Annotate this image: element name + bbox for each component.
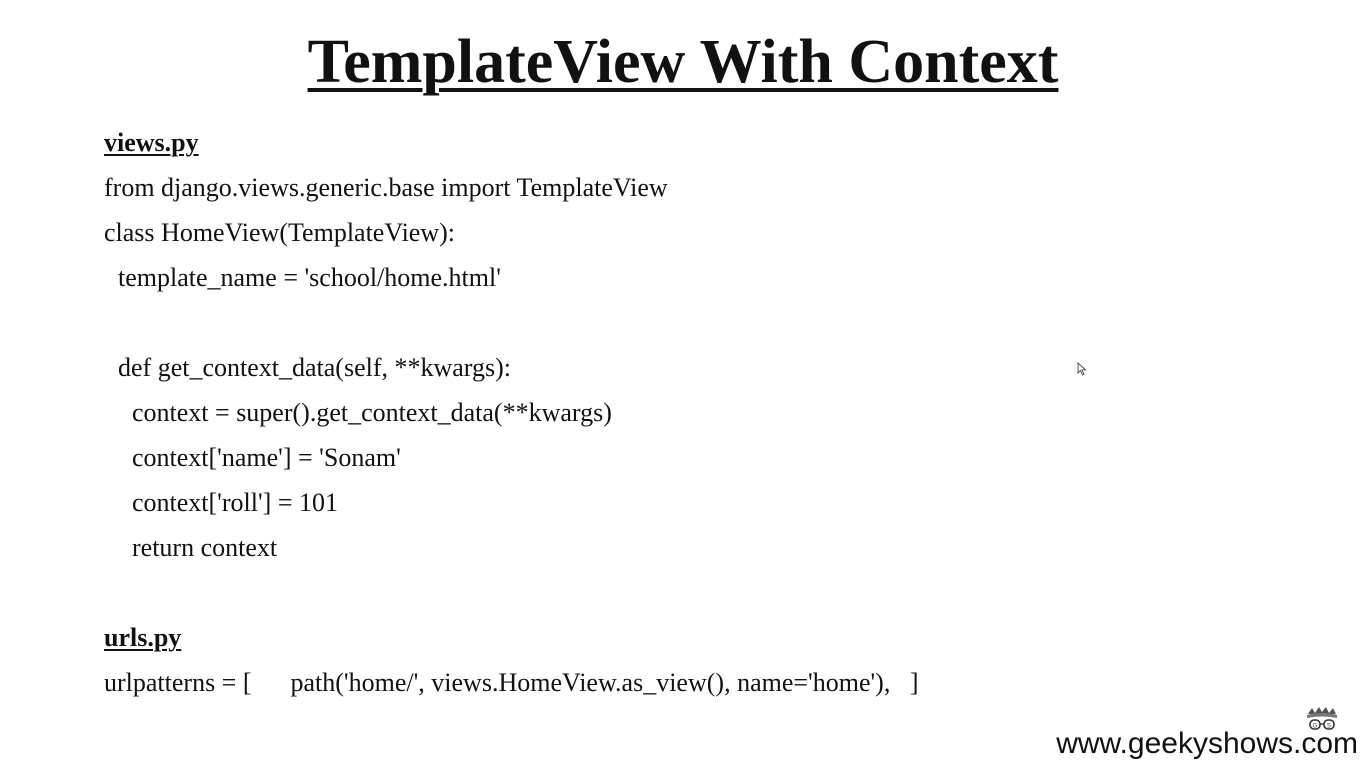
code-line: class HomeView(TemplateView): [104,218,455,247]
mouse-cursor-icon [1077,362,1087,376]
svg-text:S: S [1327,724,1331,730]
website-watermark: www.geekyshows.com [1056,727,1358,760]
code-line: context['roll'] = 101 [132,488,338,517]
code-line: def get_context_data(self, **kwargs): [118,353,511,382]
views-heading: views.py [104,128,199,157]
svg-text:G: G [1313,724,1318,730]
code-line: from django.views.generic.base import Te… [104,173,668,202]
slide-title-text: TemplateView With Context [307,28,1059,96]
code-line: context['name'] = 'Sonam' [132,443,401,472]
code-line: template_name = 'school/home.html' [118,263,501,292]
slide-title: TemplateView With Context [0,28,1366,96]
urls-heading: urls.py [104,623,182,652]
geekyshows-logo-icon: G S [1307,707,1337,730]
code-line: context = super().get_context_data(**kwa… [132,398,612,427]
code-line: urlpatterns = [ path('home/', views.Home… [104,668,919,697]
code-line: return context [132,533,278,562]
